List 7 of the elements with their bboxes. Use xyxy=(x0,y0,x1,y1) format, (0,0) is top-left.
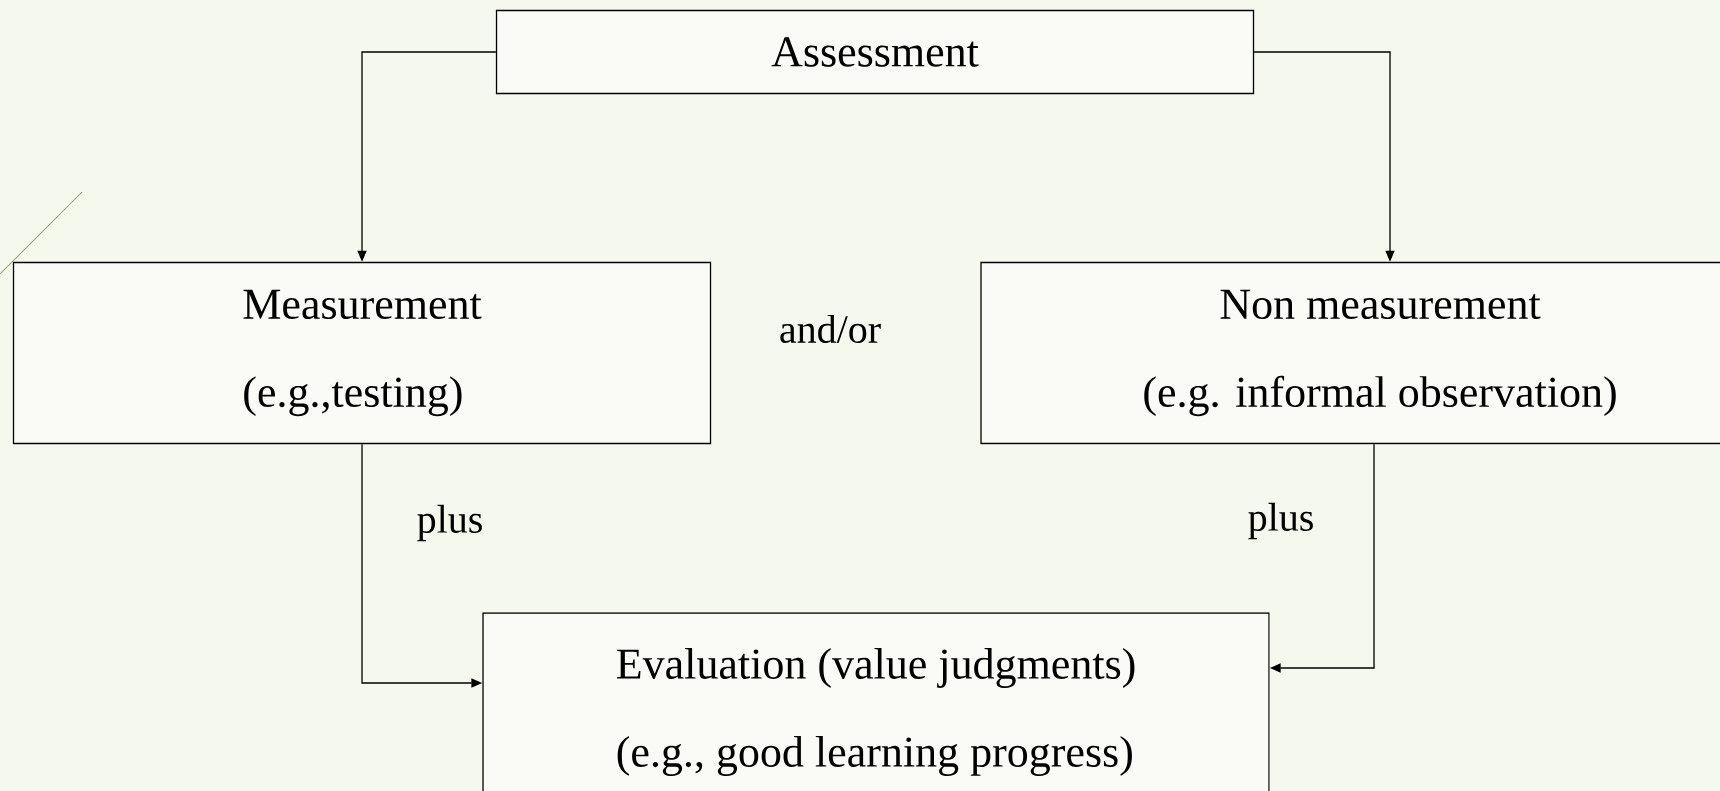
text-box: Assessment xyxy=(495,9,1255,95)
text-box: Evaluation (value judgments) (e.g., good learning progress) xyxy=(482,612,1270,791)
edge-label: plus xyxy=(417,504,482,542)
edge-label: plus xyxy=(1248,502,1313,540)
text-box: Measurement (e.g.,testing) xyxy=(12,261,712,445)
text-box: Non measurement (e.g. informal observation) xyxy=(980,261,1720,445)
connector-label: and/or xyxy=(780,314,881,344)
